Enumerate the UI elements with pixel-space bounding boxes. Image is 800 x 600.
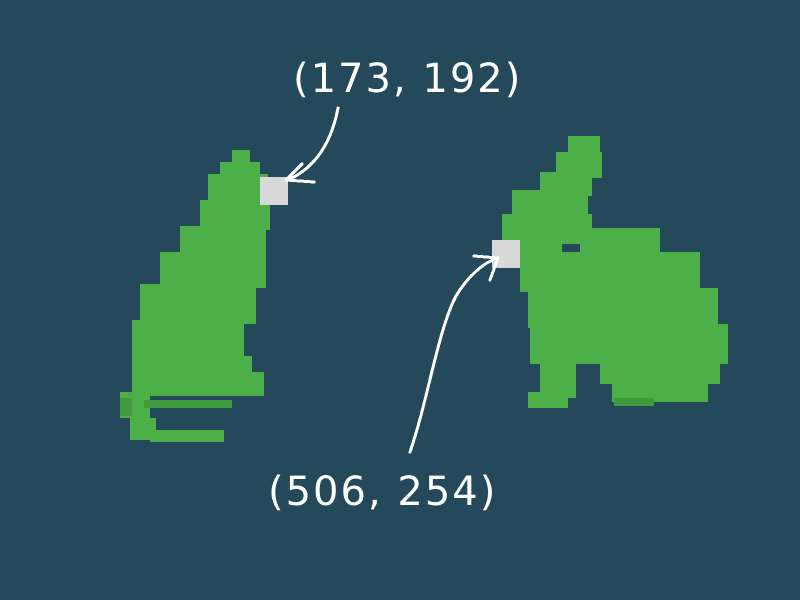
point-label-rabbit: (506, 254) <box>268 469 497 515</box>
arrow-rabbit <box>408 256 500 454</box>
arrow-cat <box>286 106 340 182</box>
cat-silhouette <box>120 150 270 442</box>
point-label-cat: (173, 192) <box>293 56 522 102</box>
rabbit-silhouette <box>502 136 728 408</box>
arrowhead-rabbit <box>472 254 500 282</box>
arrowhead-cat <box>284 162 316 184</box>
marker-point-cat <box>260 177 288 205</box>
